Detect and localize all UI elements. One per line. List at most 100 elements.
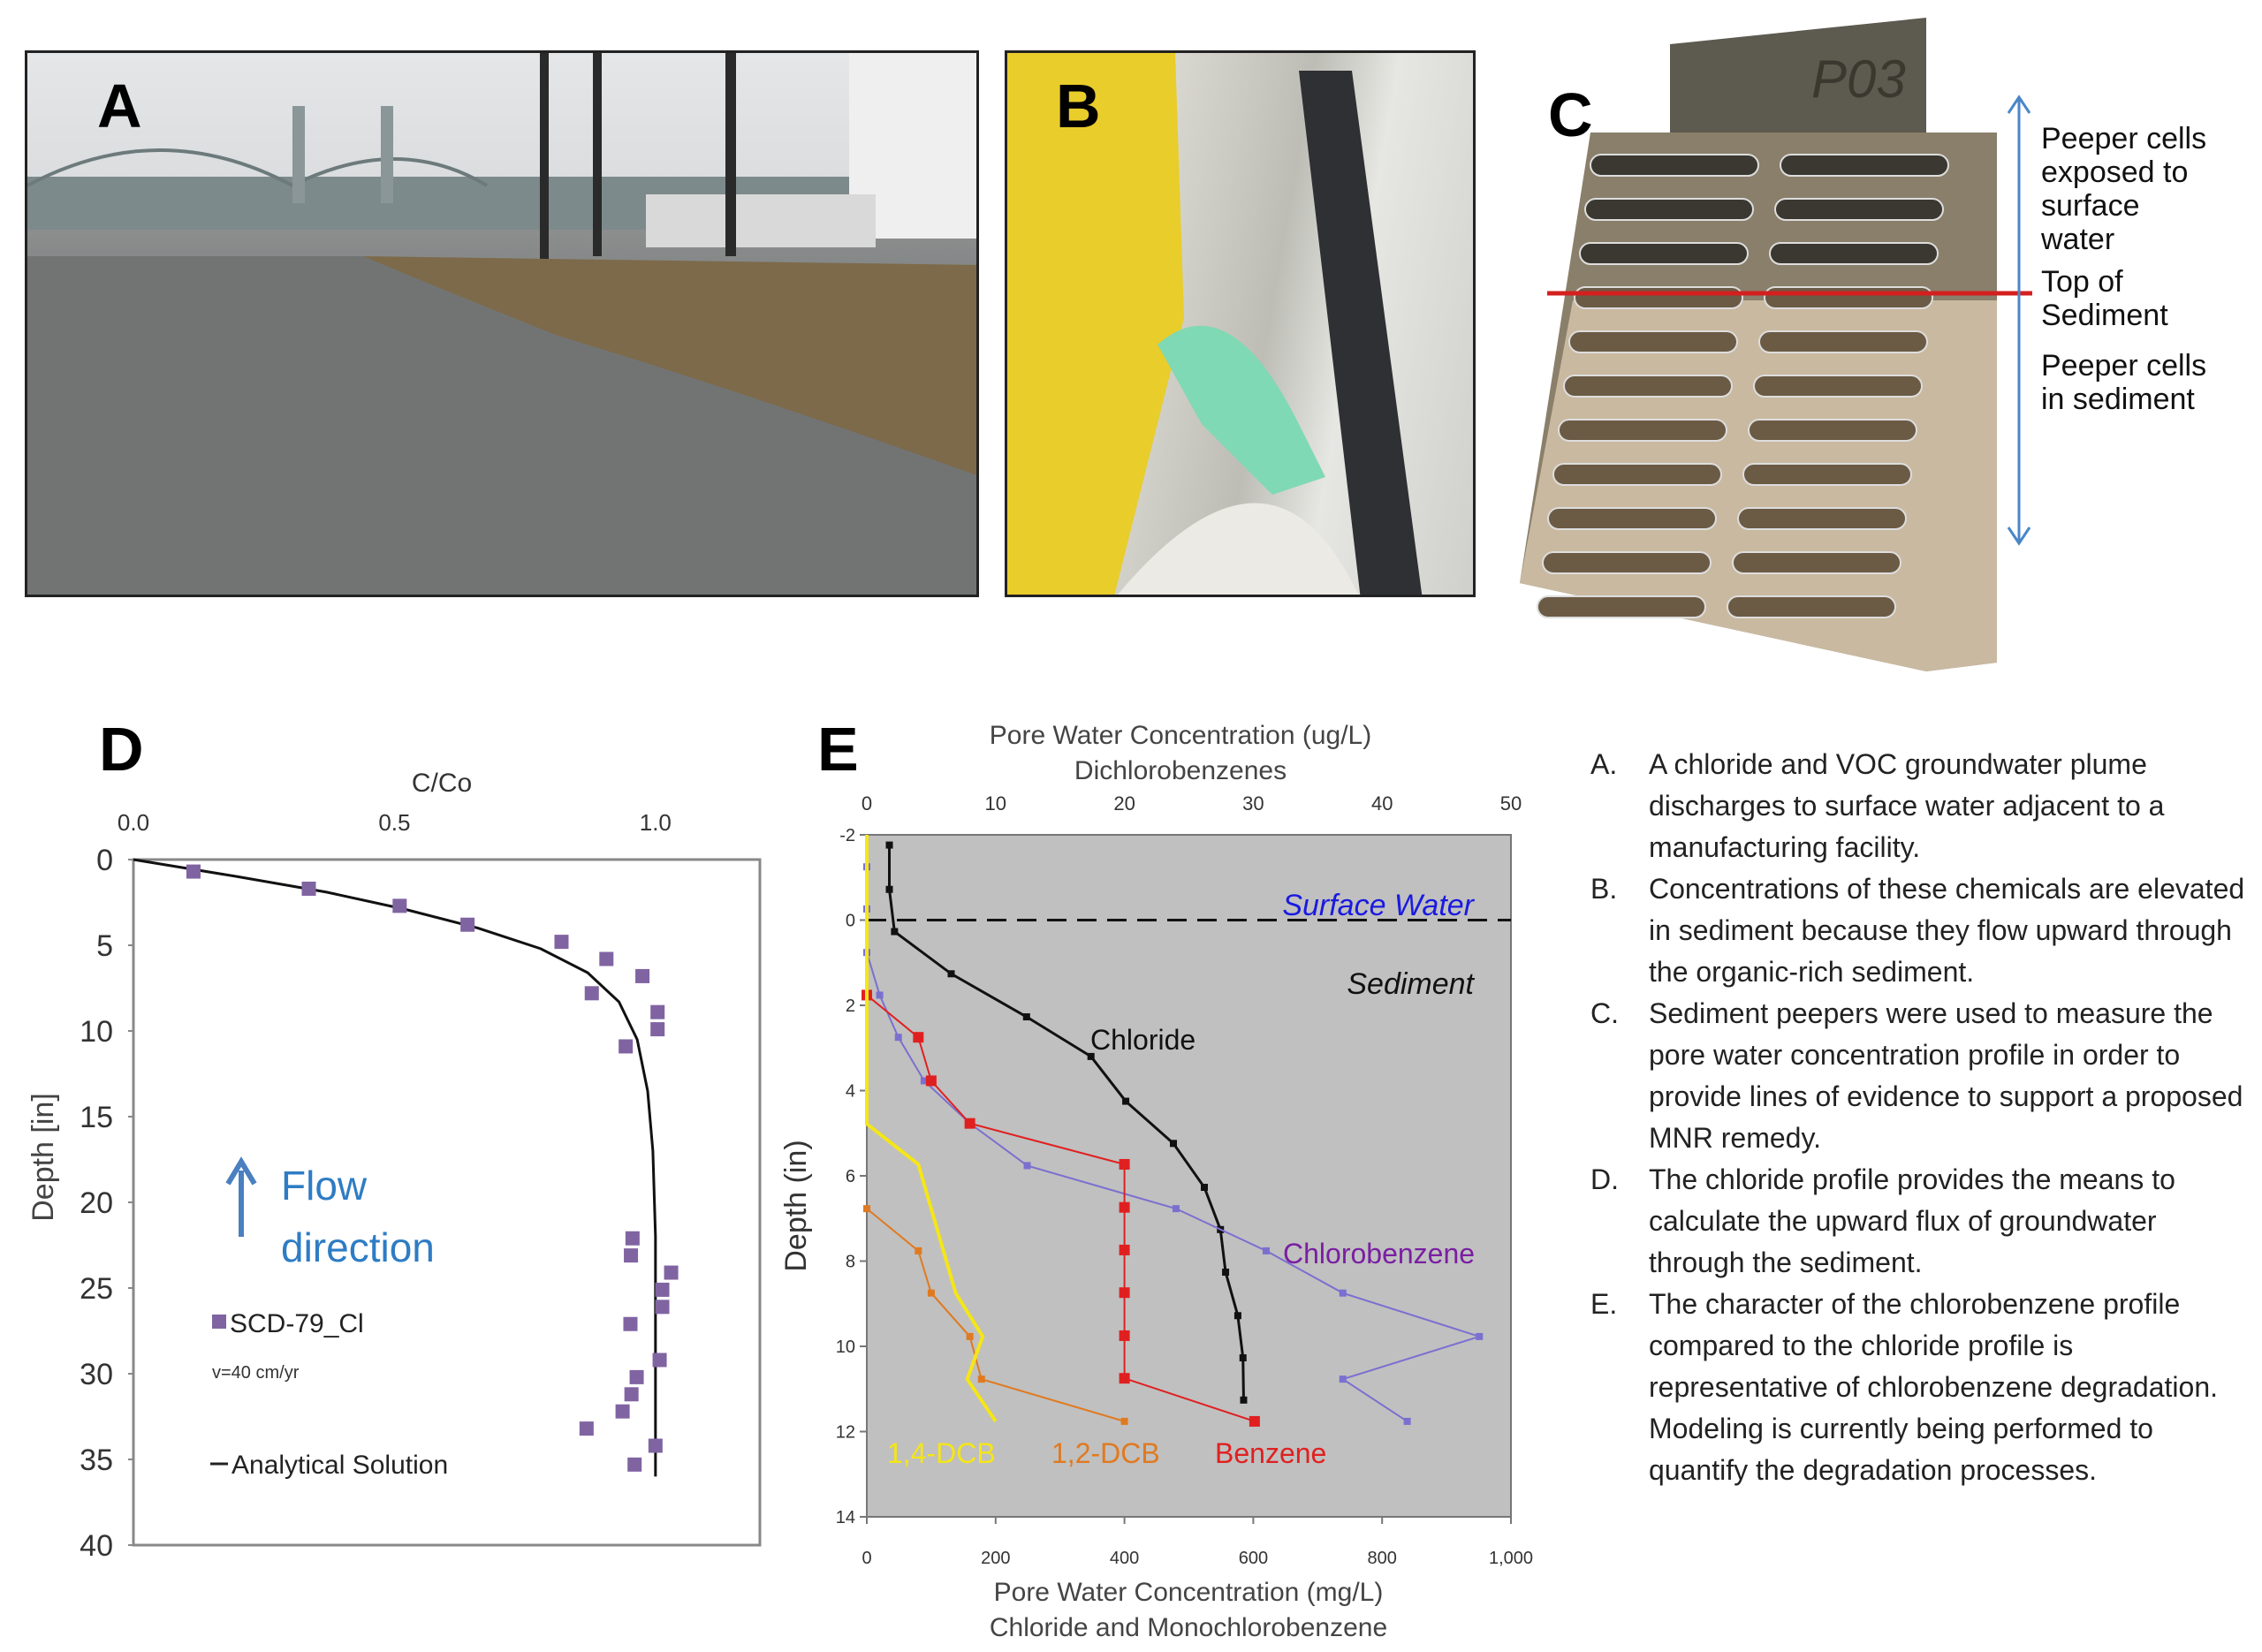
- caption-text: The character of the chlorobenzene profi…: [1649, 1288, 2218, 1486]
- data-point: [977, 1375, 985, 1383]
- bridge-cables: [27, 148, 489, 188]
- data-point: [876, 991, 884, 999]
- y-tick-label: 4: [846, 1082, 855, 1102]
- peeper-annotations: [1547, 95, 2032, 546]
- peeper-cell: [1558, 419, 1727, 442]
- peeper-cell: [1732, 551, 1901, 574]
- peeper-cell: [1774, 198, 1944, 221]
- data-point-scd-79: [619, 1039, 634, 1054]
- caption-item: A.A chloride and VOC groundwater plume d…: [1590, 744, 2249, 868]
- caption-text: The chloride profile provides the means …: [1649, 1163, 2175, 1278]
- data-point: [1120, 1417, 1128, 1425]
- y-tick-label: 10: [836, 1338, 855, 1357]
- label-line: Peeper cells: [2041, 349, 2207, 383]
- data-point: [1119, 1244, 1130, 1255]
- sediment-label: Sediment: [1347, 967, 1475, 1001]
- data-point: [1339, 1289, 1347, 1297]
- y-tick-label: 14: [836, 1508, 855, 1527]
- data-point: [915, 1247, 922, 1254]
- utility-pole: [725, 53, 736, 256]
- data-point-scd-79: [655, 1300, 670, 1315]
- data-point: [885, 841, 893, 849]
- series-label-chloride: Chloride: [1090, 1024, 1196, 1056]
- data-point: [1119, 1158, 1130, 1170]
- utility-pole: [593, 53, 602, 256]
- data-point-scd-79: [648, 1438, 663, 1453]
- y-tick-label: 20: [80, 1186, 113, 1220]
- series-label-benzene: Benzene: [1215, 1437, 1326, 1469]
- plot-area: [132, 858, 762, 1547]
- y-tick-label: 30: [80, 1358, 113, 1391]
- data-point: [966, 1119, 974, 1127]
- top-axis-title: Pore Water Concentration (ug/L): [990, 721, 1371, 750]
- label-line: Peeper cells: [2041, 122, 2207, 155]
- data-point: [1119, 1373, 1130, 1384]
- peeper-cell: [1579, 242, 1749, 265]
- series-line-benzene: [866, 994, 1256, 1422]
- data-point-scd-79: [664, 1265, 679, 1280]
- bottom-tick-label: 400: [1110, 1549, 1139, 1568]
- data-point: [1222, 1269, 1230, 1277]
- data-point-scd-79: [554, 935, 569, 950]
- y-tick-label: 0: [96, 844, 113, 877]
- data-point: [947, 970, 955, 978]
- y-tick-label: -2: [839, 826, 855, 845]
- caption-item: B.Concentrations of these chemicals are …: [1590, 868, 2249, 993]
- peeper-cell: [1780, 154, 1949, 177]
- core-liner: [1118, 503, 1359, 595]
- data-point: [1403, 1417, 1411, 1425]
- flow-direction-label: Flow: [281, 1163, 368, 1209]
- data-point: [1119, 1330, 1130, 1341]
- y-tick-label: 6: [846, 1167, 855, 1186]
- y-tick-label: 5: [96, 929, 113, 963]
- bottom-tick-label: 600: [1239, 1549, 1268, 1568]
- caption-item: D.The chloride profile provides the mean…: [1590, 1159, 2249, 1284]
- series-line-1-2-dcb: [866, 1208, 1125, 1422]
- data-point: [966, 1332, 974, 1340]
- x-tick-label: 0.0: [118, 809, 149, 836]
- peeper-tab: [1670, 18, 1926, 133]
- data-point: [1339, 1375, 1347, 1383]
- bridge-tower: [381, 106, 393, 203]
- y-axis-title: Depth [in]: [27, 1093, 60, 1222]
- sediment-core: [1299, 71, 1423, 595]
- data-point-scd-79: [460, 917, 475, 932]
- data-point-scd-79: [579, 1421, 594, 1436]
- data-point-scd-79: [652, 1353, 667, 1368]
- analytical-solution-line: [133, 858, 657, 1477]
- arrow-up-icon: [2007, 95, 2031, 114]
- y-tick-label: 12: [836, 1423, 855, 1443]
- y-tick-label: 0: [846, 912, 855, 931]
- data-point-scd-79: [624, 1387, 639, 1402]
- data-point: [894, 1034, 902, 1042]
- label-line: in sediment: [2041, 383, 2195, 416]
- x-tick-label: 1.0: [640, 809, 672, 836]
- data-point: [920, 1077, 928, 1085]
- photo-c-peeper: P03: [1502, 9, 2050, 680]
- data-point-scd-79: [650, 1022, 665, 1037]
- caption-text: Concentrations of these chemicals are el…: [1649, 873, 2245, 988]
- data-point: [891, 928, 899, 936]
- plot-area: [866, 834, 1512, 1518]
- data-point: [1217, 1225, 1225, 1233]
- photo-b-sediment-core: [1005, 50, 1476, 597]
- peeper-cell: [1727, 595, 1896, 618]
- data-point: [1476, 1332, 1484, 1340]
- peeper-cell: [1542, 551, 1712, 574]
- data-point: [913, 1032, 924, 1043]
- data-point: [863, 863, 870, 871]
- data-point: [1023, 1162, 1031, 1170]
- bottom-tick-label: 200: [981, 1549, 1010, 1568]
- legend-label-scd-79: SCD-79_Cl: [230, 1309, 364, 1338]
- data-point: [1233, 1312, 1241, 1320]
- panel-b-label: B: [1056, 72, 1101, 140]
- data-point: [863, 905, 870, 913]
- top-tick-label: 20: [1113, 792, 1135, 815]
- peeper-cell: [1769, 242, 1939, 265]
- legend-label-analytical: Analytical Solution: [232, 1451, 448, 1480]
- bridge-tower: [292, 106, 305, 203]
- data-point-scd-79: [623, 1316, 638, 1331]
- data-point-scd-79: [627, 1457, 642, 1472]
- data-point: [925, 1075, 937, 1087]
- velocity-annotation: v=40 cm/yr: [212, 1363, 300, 1383]
